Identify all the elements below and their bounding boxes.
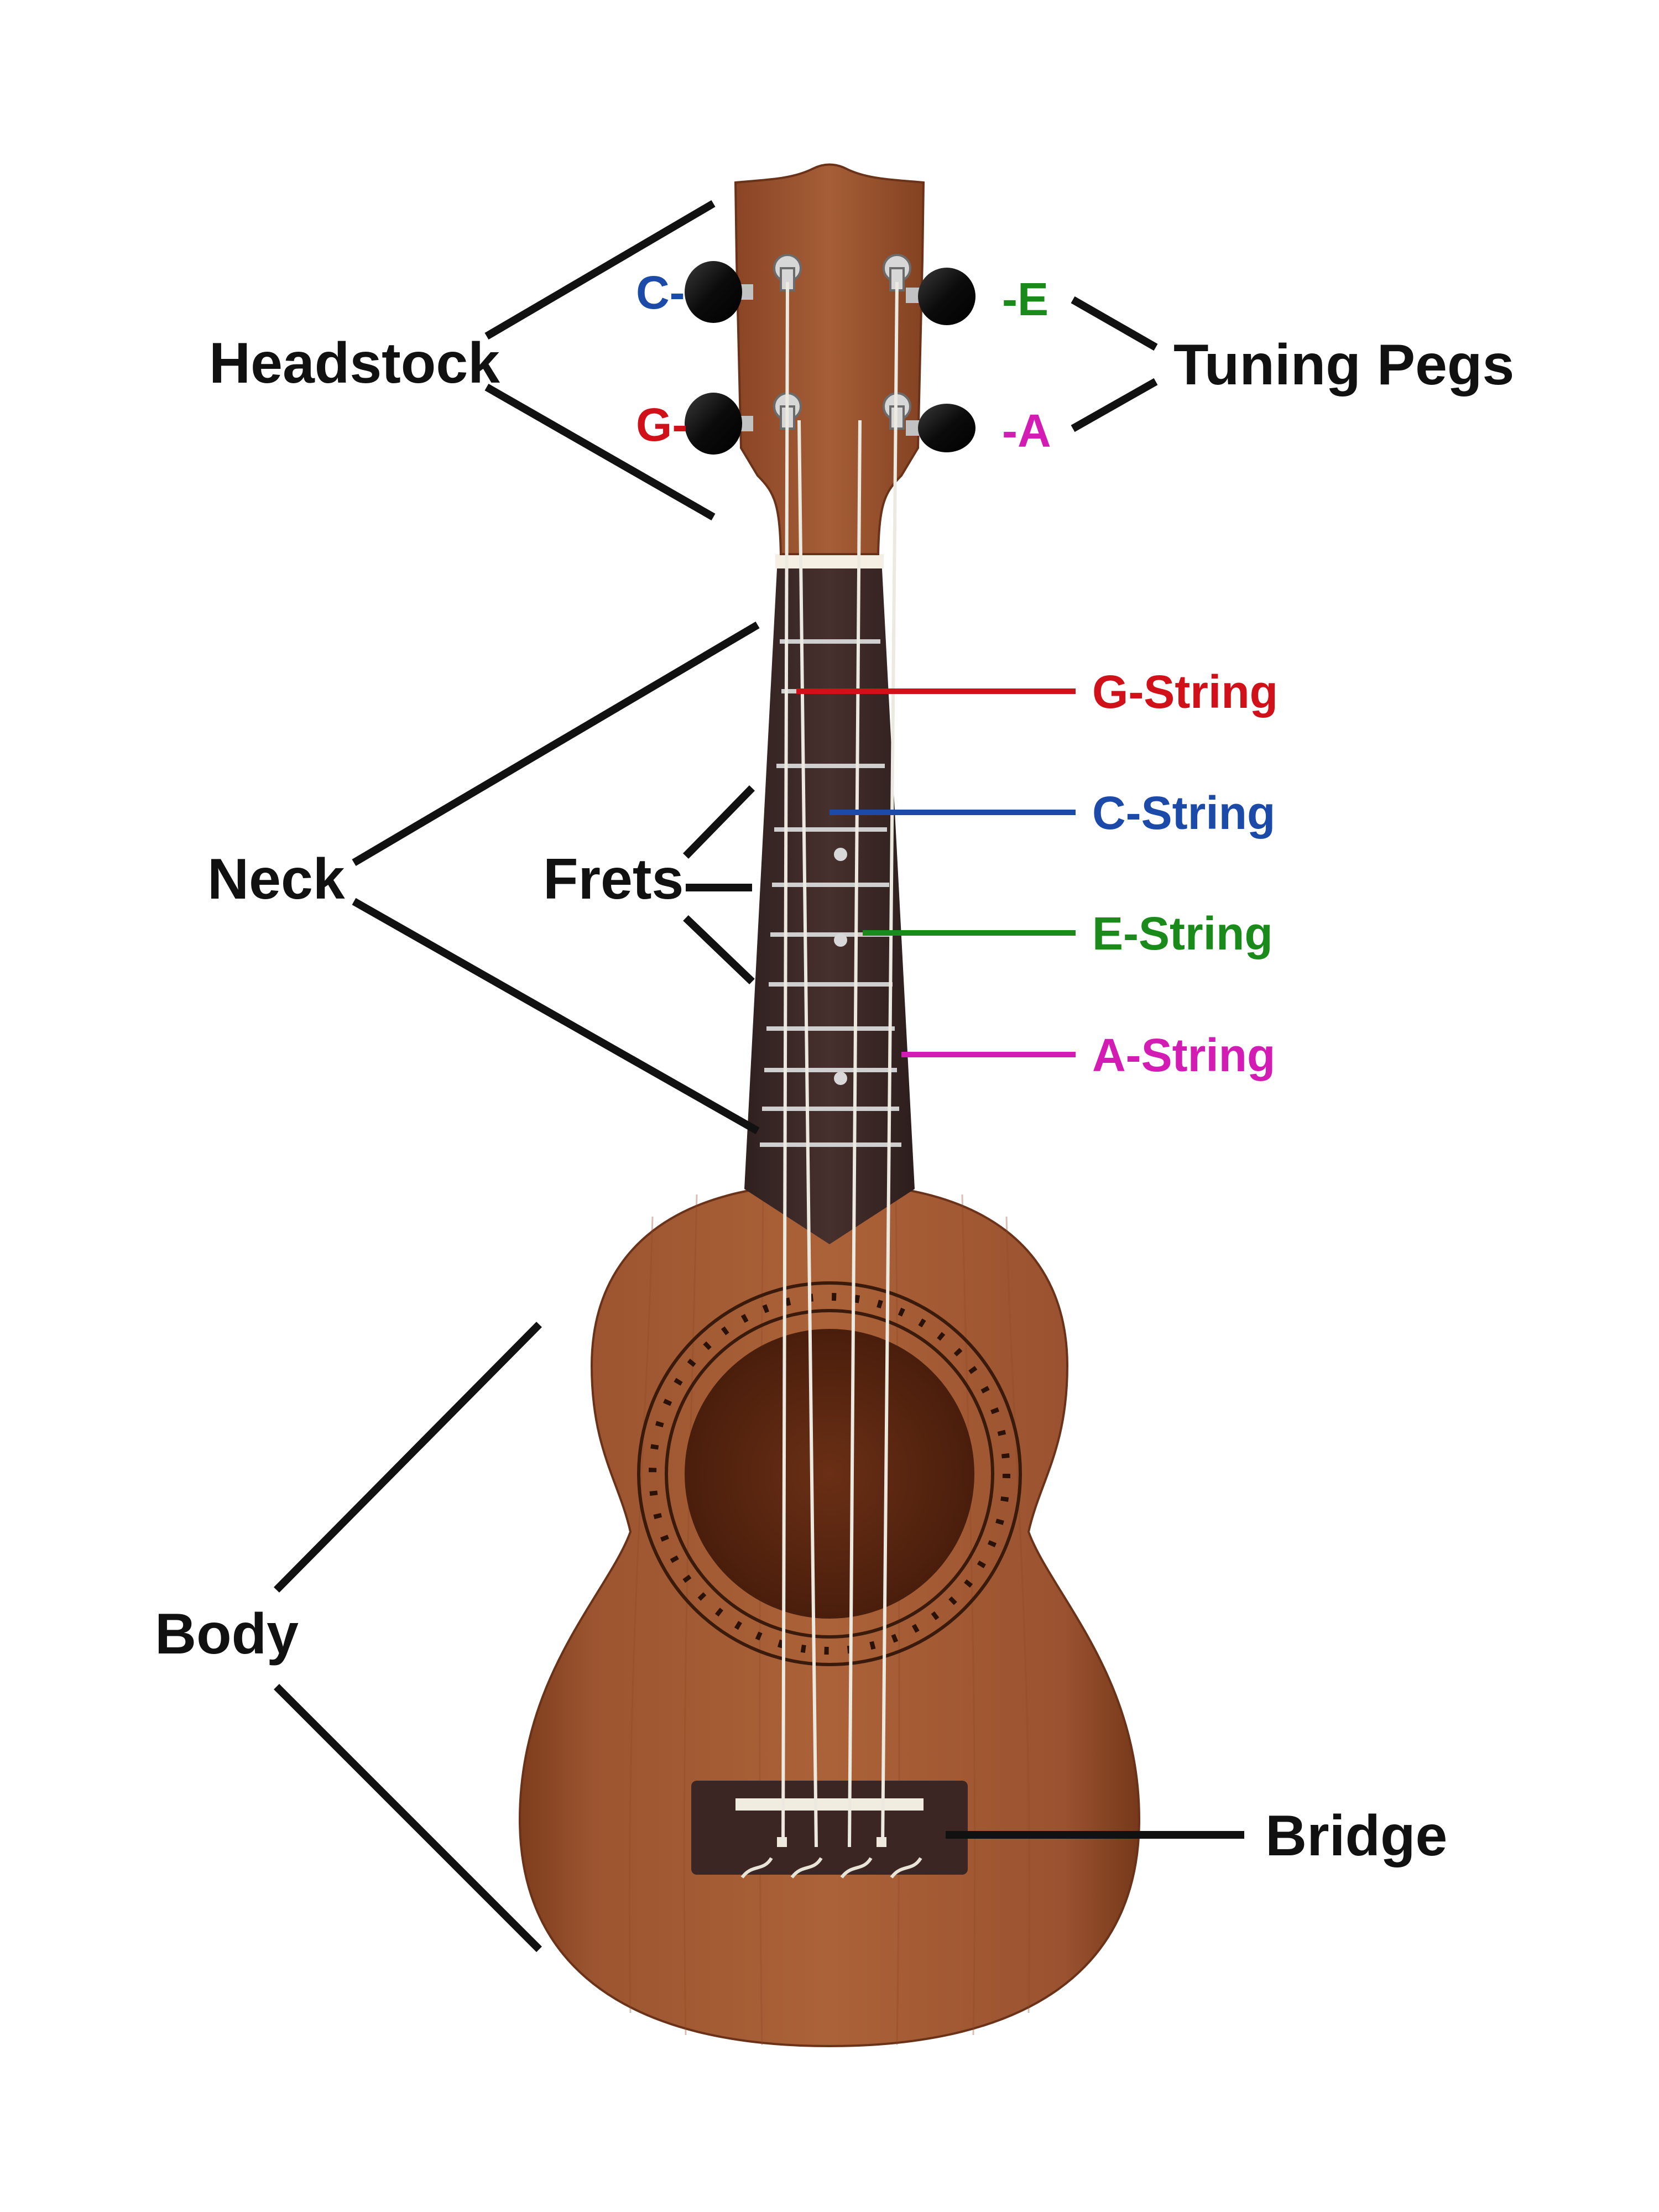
soundhole bbox=[685, 1329, 974, 1619]
neck-label: Neck bbox=[207, 847, 345, 911]
frets-line-top bbox=[682, 785, 755, 859]
bridge bbox=[691, 1781, 968, 1875]
rosette-dots bbox=[649, 1293, 1010, 1655]
labels: Headstock Tuning Pegs Neck Frets Body Br… bbox=[155, 267, 1514, 1868]
body-label: Body bbox=[155, 1602, 299, 1666]
peg-a-label: -A bbox=[1002, 405, 1051, 457]
string-g-line bbox=[781, 281, 789, 1848]
peg-g-knob bbox=[685, 393, 742, 455]
nut bbox=[775, 554, 884, 568]
string-callouts bbox=[796, 688, 1076, 1057]
peg-e-knob bbox=[918, 268, 975, 325]
string-a-line bbox=[881, 281, 899, 1848]
frets-line-bottom bbox=[683, 915, 755, 985]
tuning-pegs-label: Tuning Pegs bbox=[1173, 333, 1514, 397]
string-e-line bbox=[848, 420, 862, 1848]
rosette-outer bbox=[637, 1281, 1022, 1666]
g-string-label: G-String bbox=[1092, 666, 1278, 718]
peg-c-label: C- bbox=[636, 267, 685, 319]
neck-line-top bbox=[352, 621, 760, 867]
body-line-top bbox=[274, 1322, 542, 1593]
bridge-saddle bbox=[735, 1798, 924, 1811]
strings bbox=[781, 281, 899, 1848]
body-line-bottom bbox=[274, 1684, 542, 1952]
a-string-label: A-String bbox=[1092, 1029, 1275, 1081]
tuning-pegs-line-top bbox=[1071, 296, 1158, 351]
headstock-line-bottom bbox=[484, 383, 716, 521]
peg-c-knob bbox=[685, 261, 742, 323]
peg-g-label: G- bbox=[636, 399, 687, 451]
bridge-label: Bridge bbox=[1265, 1804, 1447, 1868]
tuning-pegs bbox=[685, 261, 975, 455]
headstock-label: Headstock bbox=[209, 331, 500, 395]
headstock-line-top bbox=[484, 200, 716, 340]
peg-a-knob bbox=[918, 404, 975, 452]
string-knots bbox=[740, 1857, 922, 1879]
neck-line-bottom bbox=[352, 898, 760, 1135]
e-string-label: E-String bbox=[1092, 907, 1273, 959]
ukulele bbox=[518, 163, 1141, 2048]
c-string-label: C-String bbox=[1092, 787, 1275, 839]
string-c-line bbox=[797, 420, 818, 1848]
fret-markers bbox=[834, 848, 847, 1085]
rosette-inner bbox=[665, 1309, 994, 1639]
wood-grain bbox=[628, 1186, 1031, 2046]
frets-label: Frets bbox=[543, 847, 684, 911]
tuning-pegs-line-bottom bbox=[1071, 378, 1158, 432]
peg-e-label: -E bbox=[1002, 273, 1048, 325]
callout-lines bbox=[274, 200, 1244, 1952]
